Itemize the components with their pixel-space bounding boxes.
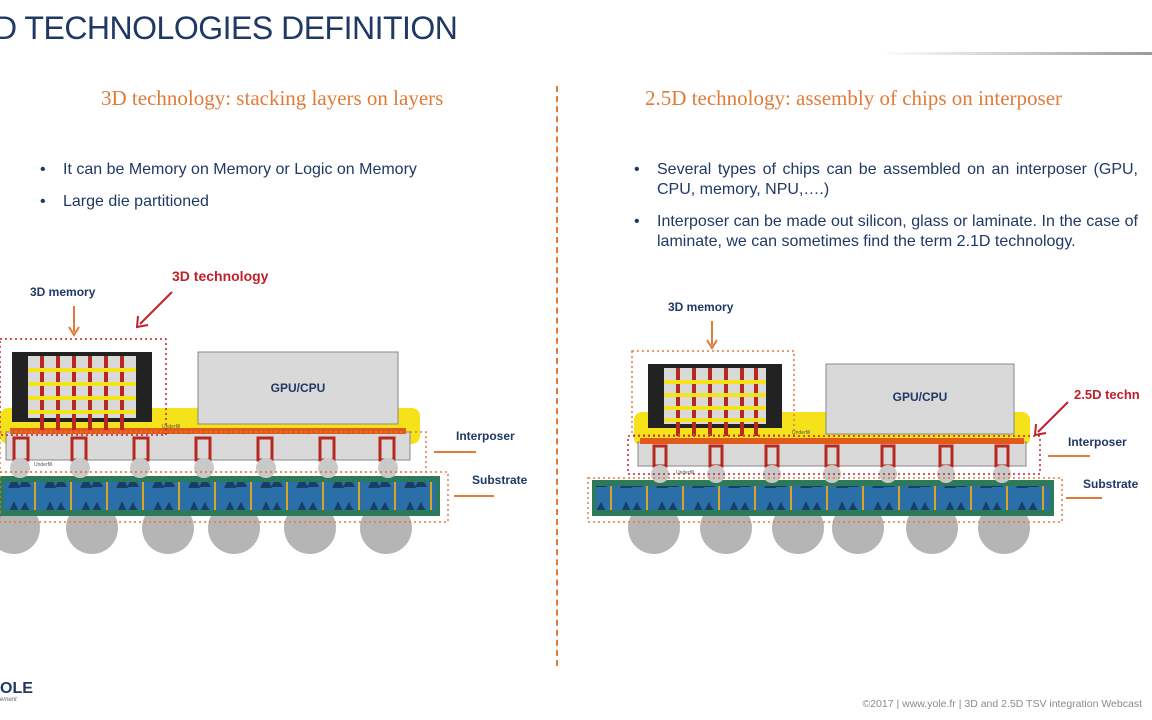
left-substrate-outline <box>0 471 449 523</box>
left-tech-label: 3D technology <box>172 268 269 284</box>
footer-text: ©2017 | www.yole.fr | 3D and 2.5D TSV in… <box>862 698 1142 710</box>
slide-title: D TECHNOLOGIES DEFINITION <box>0 10 458 46</box>
left-substrate-label: Substrate <box>472 473 528 487</box>
left-bullet-2: • Large die partitioned <box>38 192 538 212</box>
bullet-dot: • <box>634 213 640 230</box>
left-bullet-1: • It can be Memory on Memory or Logic on … <box>38 160 538 180</box>
right-underfill-label-a: Underfill <box>792 430 810 436</box>
right-substrate-label: Substrate <box>1083 477 1139 491</box>
left-memory-arrowhead <box>68 326 80 337</box>
left-interposer-bumps <box>10 428 406 434</box>
left-tech-arrowhead <box>135 315 149 329</box>
left-underfill-label-b: Underfill <box>34 462 52 468</box>
bullet-dot: • <box>634 161 640 178</box>
right-bullet-1: • Several types of chips can be assembled… <box>632 160 1138 200</box>
left-bullet-1-text: It can be Memory on Memory or Logic on M… <box>63 161 417 178</box>
left-bullet-2-text: Large die partitioned <box>63 193 209 210</box>
left-gpu-die <box>197 351 399 425</box>
left-memory-layers <box>28 368 136 414</box>
left-memory-core <box>28 356 136 418</box>
bullet-dot: • <box>40 161 46 178</box>
title-rule <box>880 52 1152 55</box>
left-underfill-label-a: Underfill <box>162 424 180 430</box>
right-diagram: GPU/CPU Underfill Underfill 3D memory 2.… <box>587 300 1140 554</box>
right-interposer-bumps <box>640 438 1024 444</box>
company-logo-subtitle: ement <box>0 697 17 703</box>
right-substrate-cells <box>596 486 1050 510</box>
right-bullet-list: • Several types of chips can be assembled… <box>632 160 1138 264</box>
left-c4-bumps <box>10 458 398 478</box>
right-tech-arrow <box>1037 401 1069 433</box>
right-gpu-label: GPU/CPU <box>893 390 948 404</box>
left-interposer-label: Interposer <box>456 429 515 443</box>
right-heading: 2.5D technology: assembly of chips on in… <box>645 86 1063 110</box>
left-heading: 3D technology: stacking layers on layers <box>101 86 444 110</box>
right-bullet-2: • Interposer can be made out silicon, gla… <box>632 212 1138 252</box>
left-tech-arrow <box>139 291 173 325</box>
left-bullet-list: • It can be Memory on Memory or Logic on … <box>38 160 538 224</box>
bullet-dot: • <box>40 193 46 210</box>
right-bullet-2-text: Interposer can be made out silicon, glas… <box>657 213 1138 250</box>
right-memory-vias <box>676 368 758 436</box>
right-memory-arrowhead <box>706 339 718 350</box>
left-interposer-outline <box>0 431 427 473</box>
left-memory-label: 3D memory <box>30 285 96 299</box>
right-tech-arrowhead <box>1033 423 1047 437</box>
right-substrate-outline <box>587 477 1063 523</box>
right-memory-label: 3D memory <box>668 300 734 314</box>
right-tech-label: 2.5D techn <box>1074 387 1140 402</box>
right-gpu-die <box>825 363 1015 435</box>
left-diagram: GPU/CPU Underfill Underfill 3D memory 3D… <box>0 268 528 554</box>
right-memory-outline <box>631 350 795 436</box>
left-substrate-cells <box>4 482 436 510</box>
column-divider <box>556 86 558 666</box>
right-25d-tech-outline <box>627 435 1041 475</box>
left-gpu-label: GPU/CPU <box>271 381 326 395</box>
right-interposer-label: Interposer <box>1068 435 1127 449</box>
right-underfill-label-b: Underfill <box>676 470 694 476</box>
left-interposer <box>5 431 411 461</box>
right-bullet-1-text: Several types of chips can be assembled … <box>657 161 1138 198</box>
right-memory-layers <box>664 380 766 422</box>
left-3d-tech-outline <box>0 338 167 436</box>
company-logo: OLE <box>0 680 33 697</box>
